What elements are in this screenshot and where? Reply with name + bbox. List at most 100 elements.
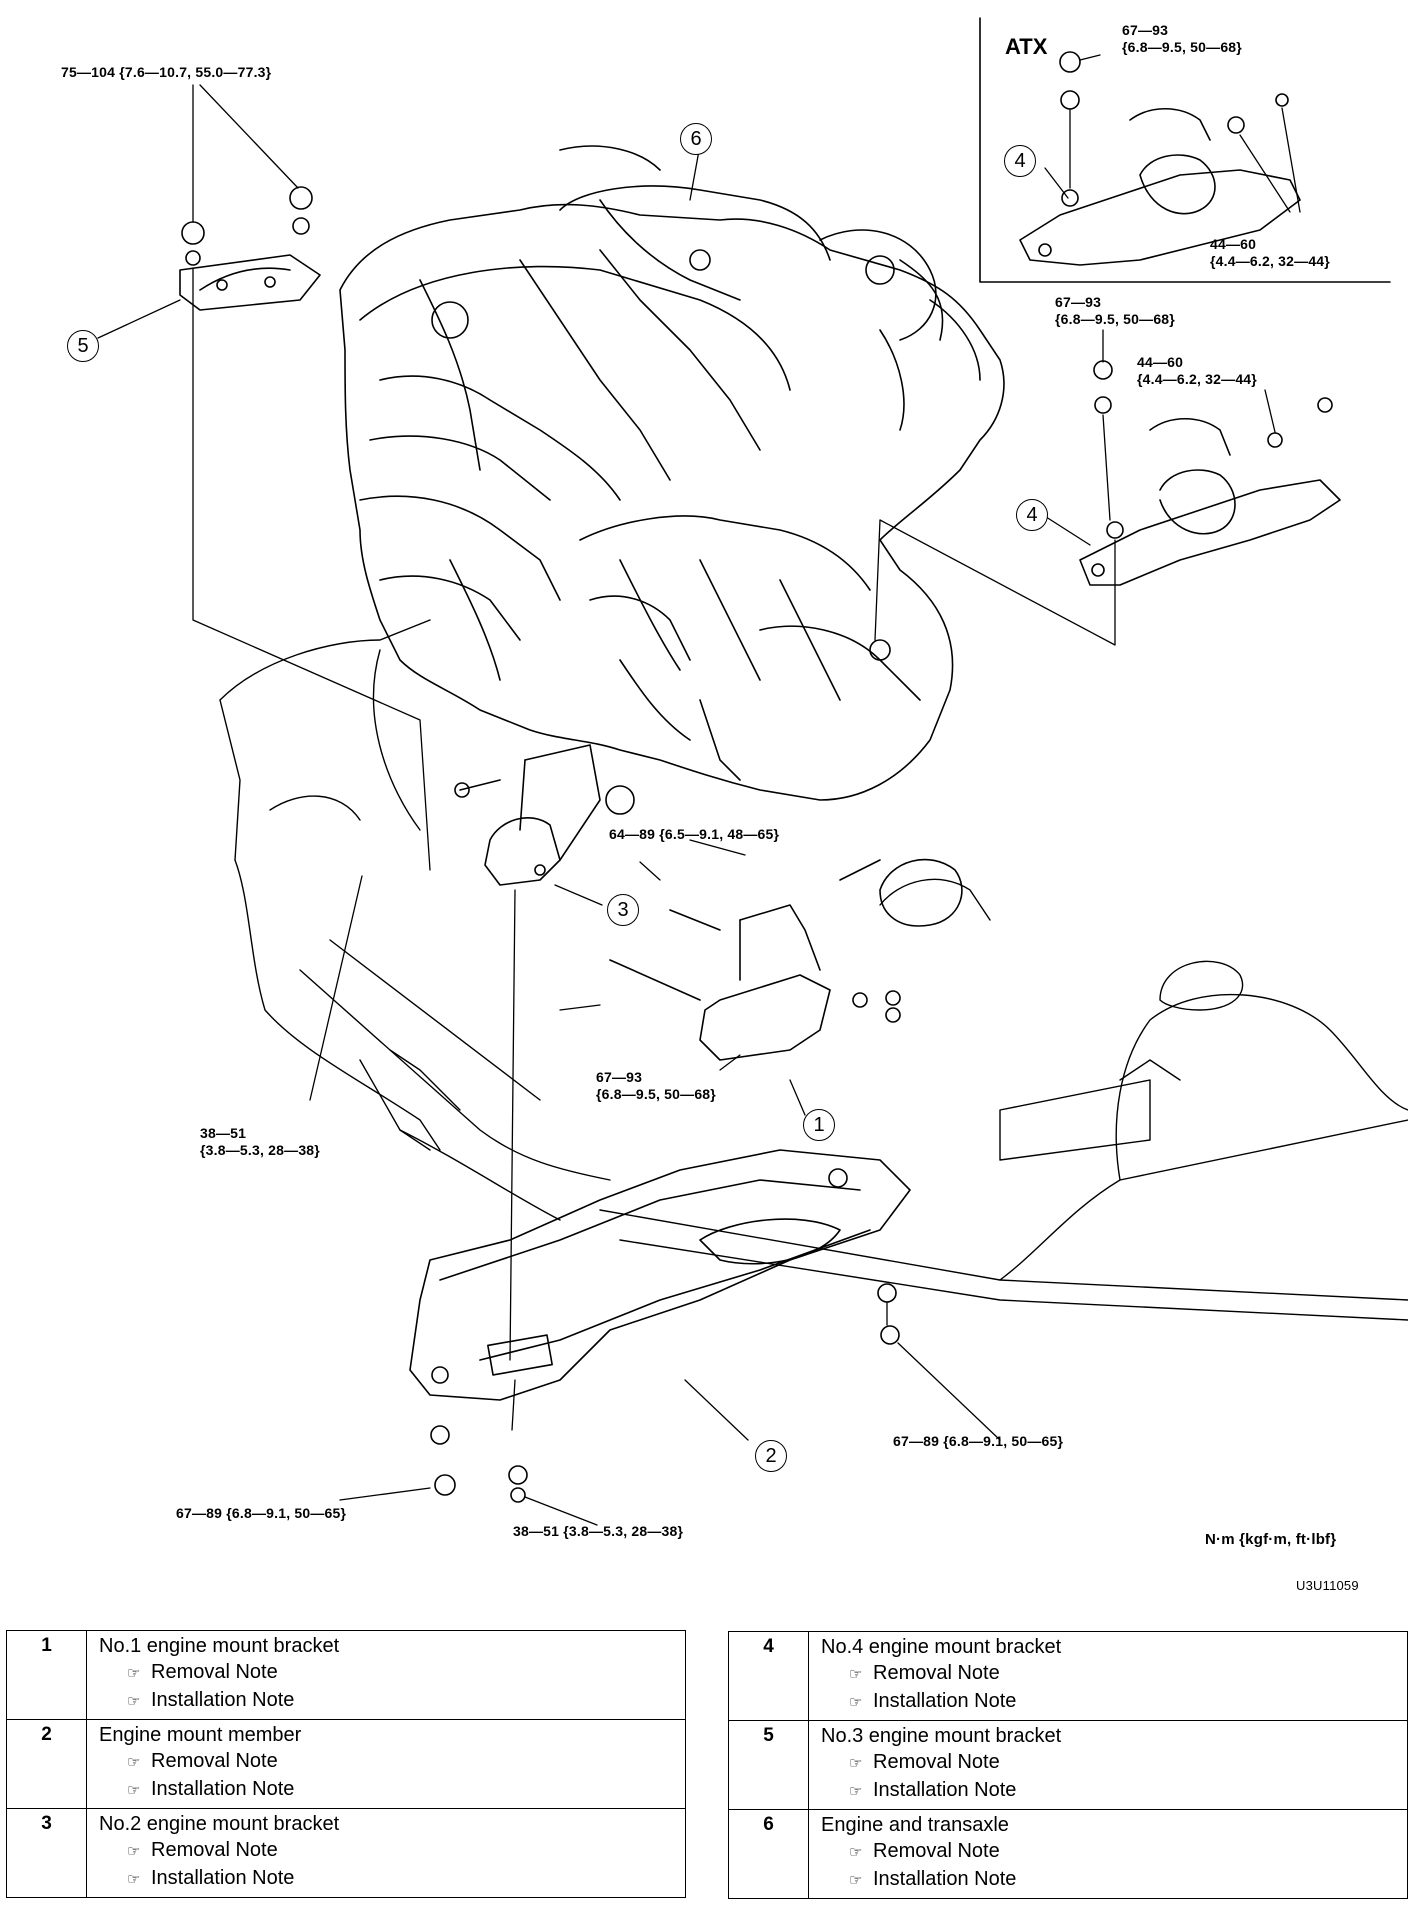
table-row: 1 No.1 engine mount bracket ☞ Removal Not…	[6, 1630, 686, 1720]
note-line: ☞Removal Note	[99, 1748, 675, 1776]
part-description: No.4 engine mount bracket ☞Removal Note …	[808, 1631, 1408, 1721]
torque-label-line: {3.8—5.3, 28—38}	[200, 1142, 320, 1158]
part-description: Engine and transaxle ☞ Removal Note ☞ Inst…	[808, 1809, 1408, 1899]
callout-3: 3	[607, 894, 639, 926]
installation-note-link[interactable]: Installation Note	[151, 1867, 295, 1889]
note-line: ☞ Removal Note	[99, 1837, 675, 1865]
torque-label-line: {6.8—9.5, 50—68}	[1055, 311, 1175, 327]
no3-mount-bracket-drawing	[179, 186, 321, 311]
torque-label: 44—60{4.4—6.2, 32—44}	[1137, 354, 1257, 388]
part-name: No.4 engine mount bracket	[821, 1636, 1062, 1658]
part-description: Engine mount member ☞Removal Note ☞ Insta…	[86, 1719, 686, 1809]
pointing-hand-icon: ☞	[127, 1782, 141, 1799]
parts-table-left: 1 No.1 engine mount bracket ☞ Removal Not…	[6, 1630, 686, 1898]
part-name: Engine and transaxle	[821, 1814, 1009, 1836]
part-description: No.1 engine mount bracket ☞Removal Note …	[86, 1630, 686, 1720]
callout-1: 1	[803, 1109, 835, 1141]
parts-table-right: 4 No.4 engine mount bracket ☞Removal Not…	[728, 1631, 1408, 1899]
no2-mount-bracket-drawing	[454, 744, 601, 886]
part-number: 2	[6, 1719, 87, 1809]
part-description: No.3 engine mount bracket ☞Removal Note …	[808, 1720, 1408, 1810]
torque-label-line: {4.4—6.2, 32—44}	[1137, 371, 1257, 387]
torque-label-line: {6.8—9.5, 50—68}	[596, 1086, 716, 1102]
installation-note-link[interactable]: Installation Note	[873, 1779, 1017, 1801]
part-description: No.2 engine mount bracket ☞Removal Note …	[86, 1808, 686, 1898]
callout-2: 2	[755, 1440, 787, 1472]
torque-label-line: 38—51	[200, 1125, 247, 1141]
part-name: No.3 engine mount bracket	[821, 1725, 1062, 1747]
table-row: 6 Engine and transaxle ☞ Removal Note ☞ In…	[728, 1809, 1408, 1899]
leader-lines	[97, 54, 1301, 1526]
pointing-hand-icon: ☞	[849, 1872, 863, 1889]
torque-label: 75—104 {7.6—10.7, 55.0—77.3}	[61, 64, 271, 81]
part-name: Engine mount member	[99, 1724, 302, 1746]
note-line: ☞ Installation Note	[821, 1777, 1397, 1805]
part-number: 3	[6, 1808, 87, 1898]
note-line: ☞ Removal Note	[821, 1838, 1397, 1866]
torque-label: 64—89 {6.5—9.1, 48—65}	[609, 826, 779, 843]
note-line: ☞ Installation Note	[99, 1687, 675, 1715]
note-line: ☞ Installation Note	[99, 1865, 675, 1893]
pointing-hand-icon: ☞	[127, 1871, 141, 1888]
part-name: No.1 engine mount bracket	[99, 1635, 340, 1657]
removal-note-link[interactable]: Removal Note	[151, 1750, 278, 1772]
part-number: 1	[6, 1630, 87, 1720]
pointing-hand-icon: ☞	[849, 1844, 863, 1861]
note-line: ☞ Removal Note	[821, 1660, 1397, 1688]
torque-label: 67—93{6.8—9.5, 50—68}	[596, 1069, 716, 1103]
torque-label: 67—89 {6.8—9.1, 50—65}	[176, 1505, 346, 1522]
note-line: ☞ Removal Note	[99, 1659, 675, 1687]
exploded-diagram: ATX 75—104 {7.6—10.7, 55.0—77.3} 67—93{6…	[61, 17, 1408, 1593]
torque-label-line: 67—93	[596, 1069, 643, 1085]
note-line: ☞ Installation Note	[821, 1688, 1397, 1716]
part-number: 6	[728, 1809, 809, 1899]
pointing-hand-icon: ☞	[127, 1693, 141, 1710]
removal-note-link[interactable]: Removal Note	[873, 1662, 1000, 1684]
installation-note-link[interactable]: Installation Note	[873, 1690, 1017, 1712]
table-row: 3 No.2 engine mount bracket ☞Removal Not…	[6, 1808, 686, 1898]
removal-note-link[interactable]: Removal Note	[151, 1661, 278, 1683]
installation-note-link[interactable]: Installation Note	[151, 1689, 295, 1711]
torque-label-line: {4.4—6.2, 32—44}	[1210, 253, 1330, 269]
vehicle-body-outline	[219, 619, 1408, 1321]
pointing-hand-icon: ☞	[849, 1666, 863, 1683]
torque-label-line: 67—89 {6.8—9.1, 50—65}	[893, 1433, 1064, 1449]
torque-label-line: 67—93	[1122, 22, 1169, 38]
mount-member-drawing	[409, 1149, 911, 1503]
installation-note-link[interactable]: Installation Note	[873, 1868, 1017, 1890]
callout-6: 6	[680, 123, 712, 155]
note-line: ☞ Removal Note	[821, 1749, 1397, 1777]
atx-label: ATX	[1005, 34, 1048, 59]
note-line: ☞ Installation Note	[99, 1776, 675, 1804]
torque-label: 67—89 {6.8—9.1, 50—65}	[893, 1433, 1063, 1450]
no1-mount-bracket-drawing	[609, 858, 963, 1061]
installation-note-link[interactable]: Installation Note	[151, 1778, 295, 1800]
torque-label: 67—93{6.8—9.5, 50—68}	[1055, 294, 1175, 328]
torque-label: 44—60{4.4—6.2, 32—44}	[1210, 236, 1330, 270]
removal-note-link[interactable]: Removal Note	[151, 1839, 278, 1861]
callout-5: 5	[67, 330, 99, 362]
torque-label-line: 67—89 {6.8—9.1, 50—65}	[176, 1505, 347, 1521]
torque-label-line: 67—93	[1055, 294, 1102, 310]
torque-label: 38—51 {3.8—5.3, 28—38}	[513, 1523, 683, 1540]
engine-transaxle-drawing	[339, 145, 1005, 815]
torque-label-line: 44—60	[1210, 236, 1257, 252]
torque-label-line: 38—51 {3.8—5.3, 28—38}	[513, 1523, 684, 1539]
table-row: 2 Engine mount member ☞Removal Note ☞ Ins…	[6, 1719, 686, 1809]
pointing-hand-icon: ☞	[127, 1843, 141, 1860]
part-number: 5	[728, 1720, 809, 1810]
pointing-hand-icon: ☞	[849, 1694, 863, 1711]
removal-note-link[interactable]: Removal Note	[873, 1840, 1000, 1862]
removal-note-link[interactable]: Removal Note	[873, 1751, 1000, 1773]
pointing-hand-icon: ☞	[127, 1665, 141, 1682]
callout-4-atx: 4	[1004, 145, 1036, 177]
torque-label-line: 44—60	[1137, 354, 1184, 370]
table-row: 5 No.3 engine mount bracket ☞ Removal Not…	[728, 1720, 1408, 1810]
torque-label-line: {6.8—9.5, 50—68}	[1122, 39, 1242, 55]
torque-label-line: 75—104 {7.6—10.7, 55.0—77.3}	[61, 64, 272, 80]
figure-code: U3U11059	[1296, 1578, 1359, 1593]
torque-label-line: 64—89 {6.5—9.1, 48—65}	[609, 826, 780, 842]
torque-label: 67—93{6.8—9.5, 50—68}	[1122, 22, 1242, 56]
pointing-hand-icon: ☞	[849, 1755, 863, 1772]
pointing-hand-icon: ☞	[849, 1783, 863, 1800]
